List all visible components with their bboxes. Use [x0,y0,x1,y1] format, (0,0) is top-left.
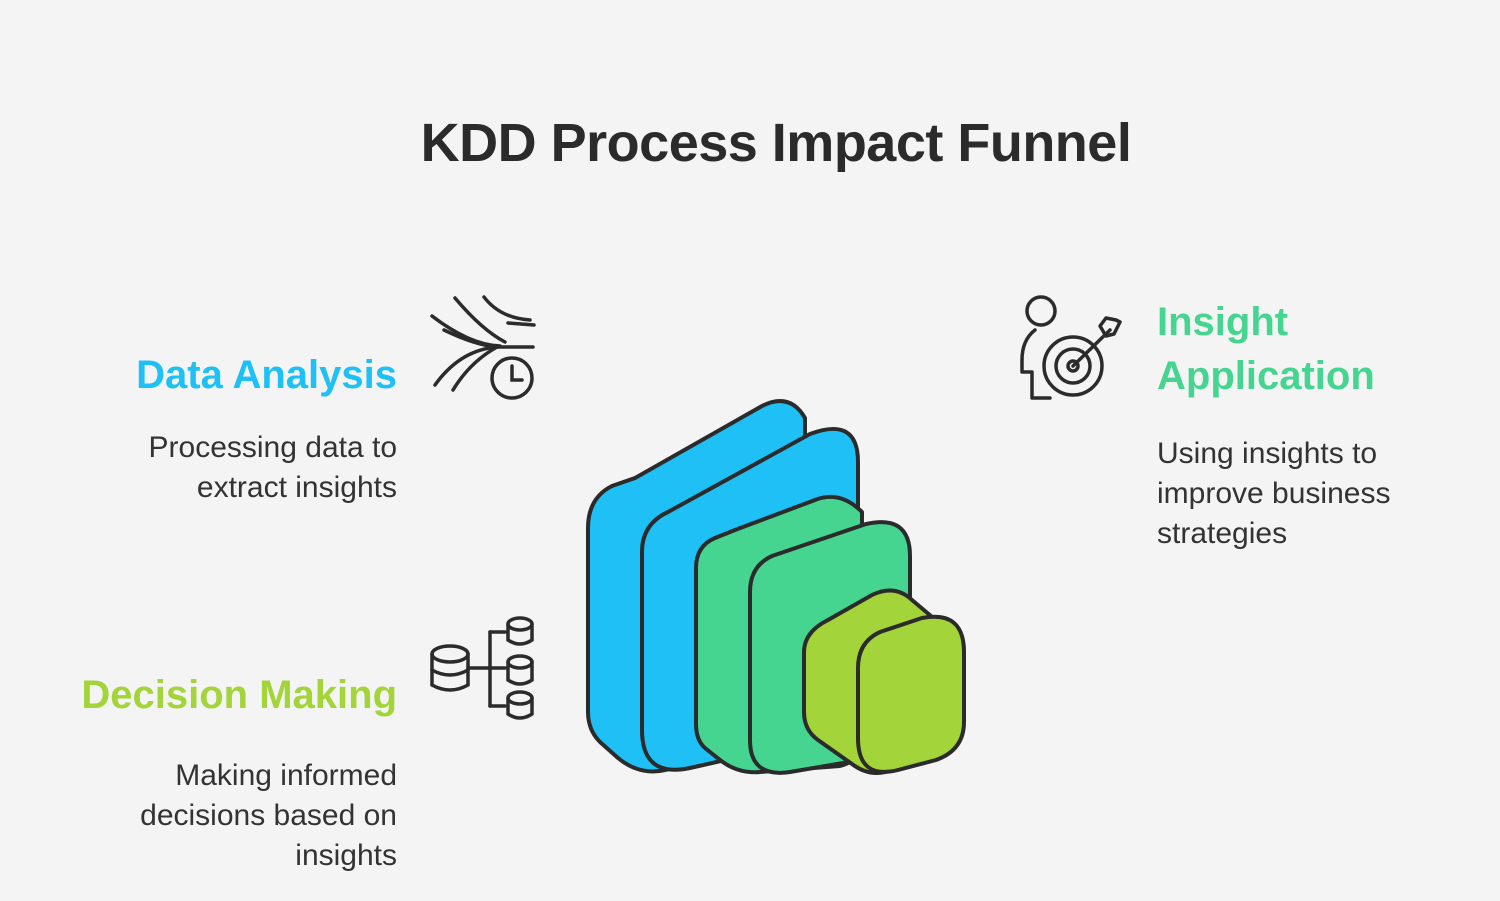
data-analysis-heading: Data Analysis [136,353,397,397]
funnel-layer-lime-front [856,614,966,774]
decision-making-heading: Decision Making [81,673,397,717]
data-analysis-description: Processing data to extract insights [148,431,397,504]
insight-application-description: Using insights to improve business strat… [1157,437,1391,550]
data-analysis-icon [430,295,536,400]
insight-application-heading: Insight Application [1157,300,1375,398]
decision-making-description: Making informed decisions based on insig… [140,759,397,872]
target-person-icon [1020,295,1122,400]
page-title: KDD Process Impact Funnel [420,113,1132,173]
database-tree-icon [430,616,534,720]
